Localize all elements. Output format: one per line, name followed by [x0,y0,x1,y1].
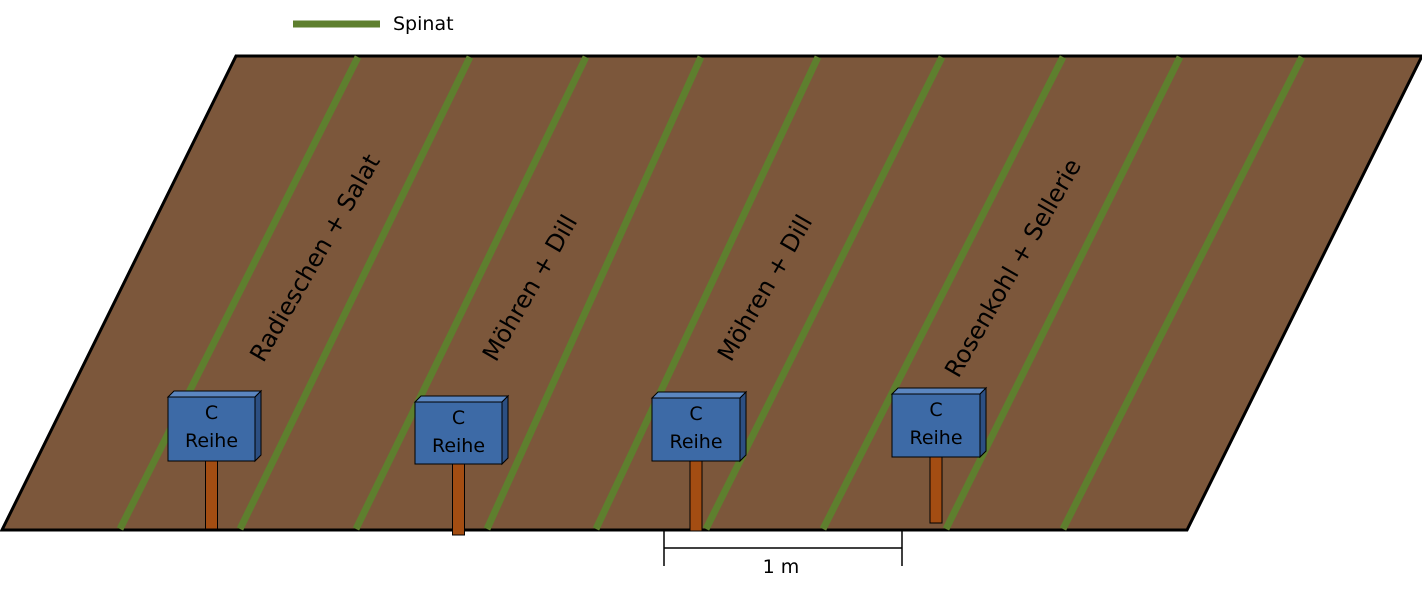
sign-side-face [739,390,747,463]
spinat-rows [116,55,1306,531]
sign-top-face [650,391,748,399]
garden-bed [0,54,1422,532]
sign-text: Reihe [669,431,722,453]
sign-letter: C [689,403,702,425]
row-sign: C Reihe [890,386,988,524]
row-sign: C Reihe [166,389,263,530]
sign-face [891,393,981,458]
sign-top-face [166,390,263,398]
sign-face [414,401,503,465]
sign-letter: C [452,407,465,429]
scale-label: 1 m [763,556,800,578]
sign-post [205,460,218,530]
legend-spinat-label: Spinat [393,13,454,35]
sign-face [651,397,741,462]
spinat-row-line [116,55,362,531]
spinat-row-line [1059,55,1306,531]
sign-top-face [413,395,510,403]
sign-side-face [254,389,262,463]
sign-text: Reihe [432,435,485,457]
sign-post [452,463,465,536]
sign-side-face [501,394,509,466]
sign-top-face [890,387,988,395]
sign-text: Reihe [909,427,962,449]
spinat-row-line [819,55,1067,531]
sign-letter: C [205,402,218,424]
sign-letter: C [929,399,942,421]
row-sign: C Reihe [650,390,748,532]
spinat-row-line [483,55,705,531]
spinat-row-line [592,55,822,531]
sign-post [689,460,703,532]
spinat-row-line [352,55,590,531]
spinat-row-line [236,55,474,531]
scale-bar: 1 m [663,531,903,578]
sign-text: Reihe [185,430,238,452]
sign-post [929,456,943,524]
sign-face [167,396,256,462]
row-sign: C Reihe [413,394,510,536]
sign-side-face [979,386,987,459]
row-signs: C Reihe C Reihe C Reihe C Reihe [166,386,988,536]
